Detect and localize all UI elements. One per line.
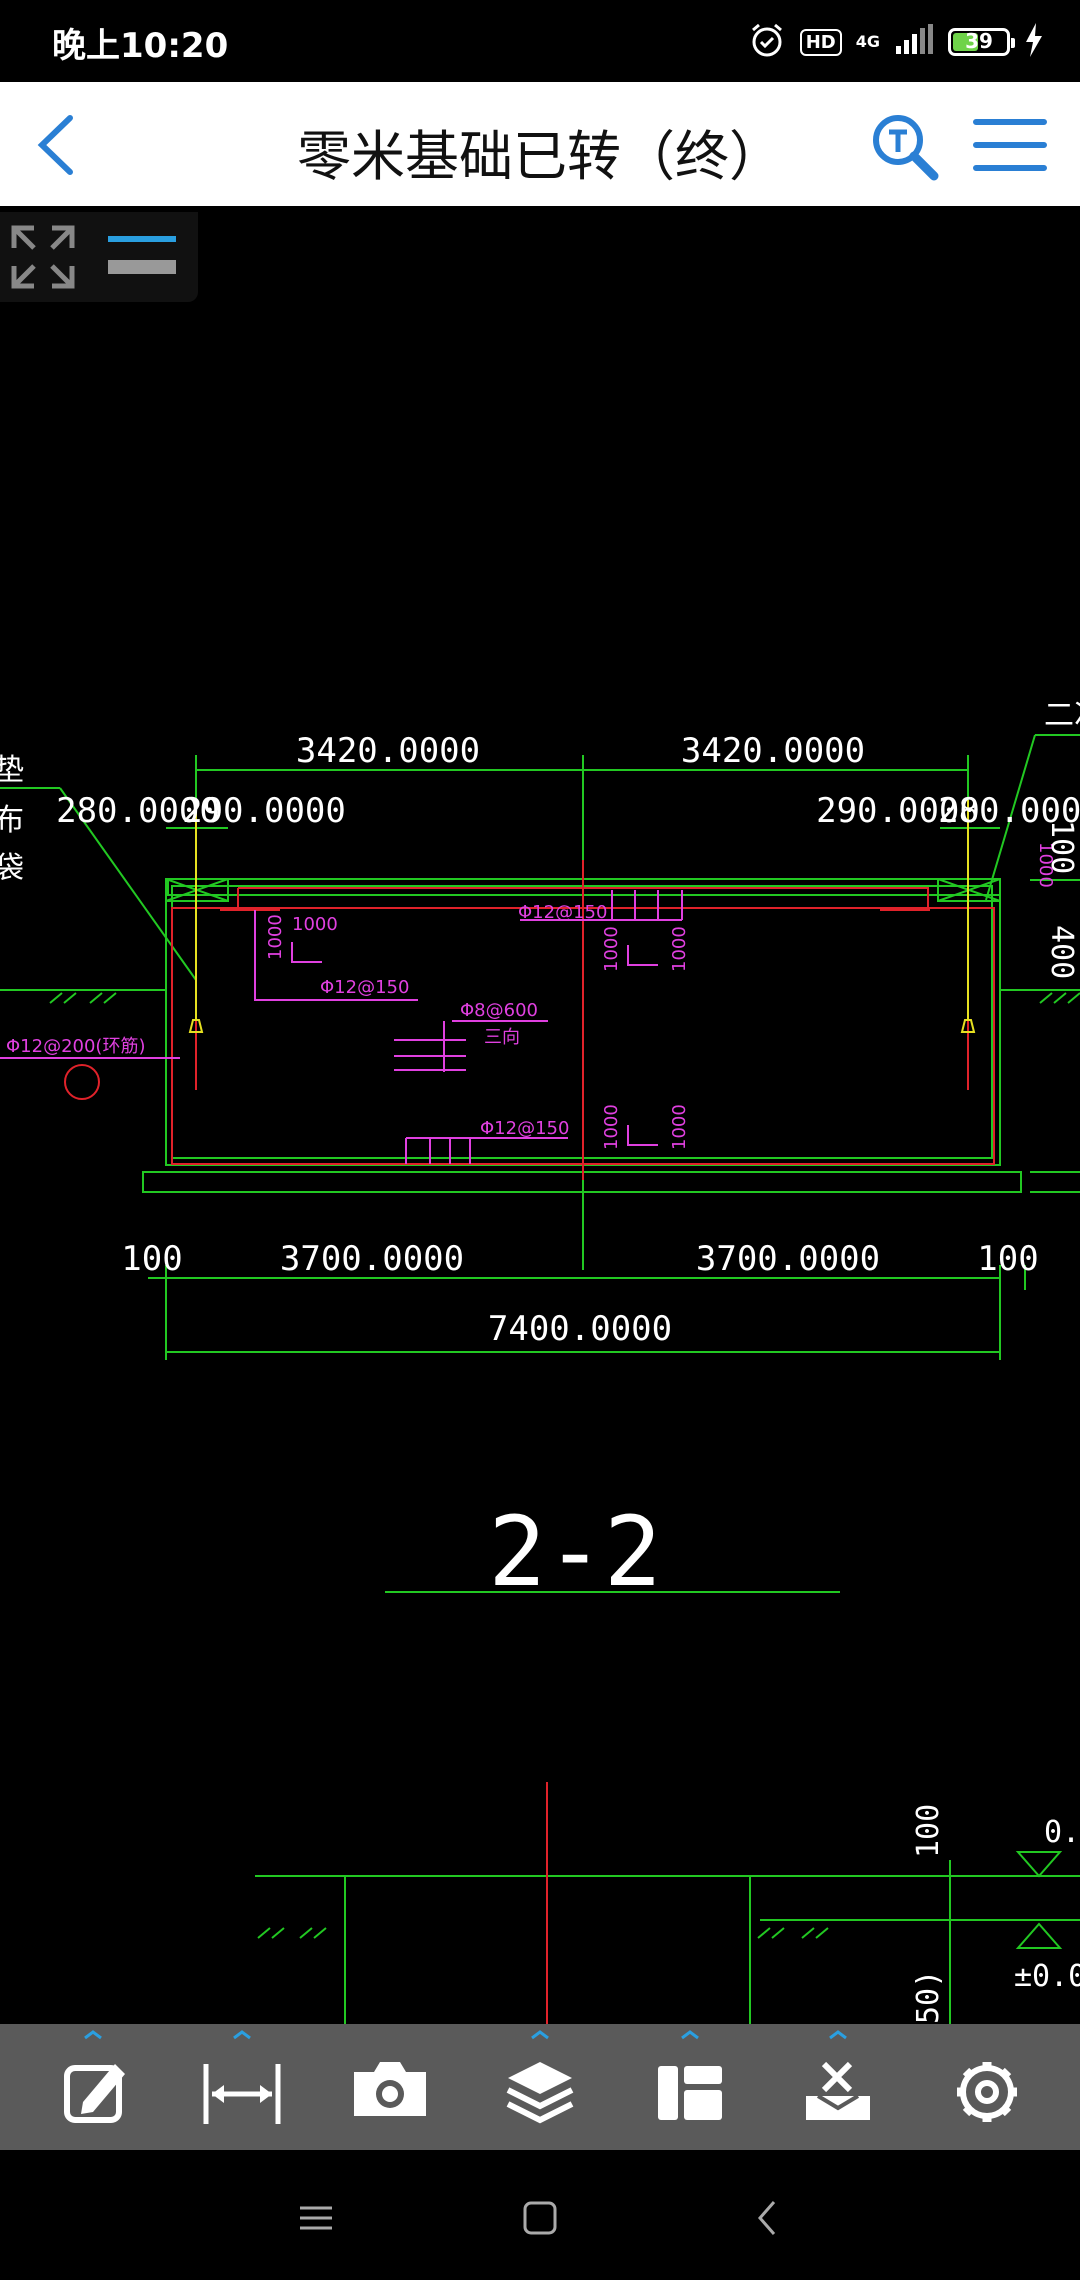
status-bar: 晚上10:20 HD 4G 39	[0, 0, 1080, 82]
rebar-label-3way: 三向	[484, 1027, 520, 1048]
edge-label-right-a: 100	[1044, 820, 1079, 874]
edge-label-left-c: 袋	[0, 851, 24, 886]
dim-top-left: 3420.0000	[296, 731, 480, 771]
recent-apps-button[interactable]	[286, 2188, 346, 2248]
edge-label-top-right: 二次	[1044, 698, 1080, 733]
network-type: 4G	[855, 32, 880, 51]
app-header: 零米基础已转（终）	[0, 82, 1080, 206]
edge-label-right-b: 400	[1044, 925, 1079, 979]
rebar-label-top: Φ12@150	[518, 902, 607, 923]
rebar-label-ring: Φ12@200(环筋)	[6, 1036, 145, 1057]
dim-bottom-left-100: 100	[121, 1239, 182, 1279]
hamburger-menu-icon	[973, 119, 1047, 171]
tool-edit-note[interactable]	[33, 2024, 153, 2150]
layers-icon	[506, 2030, 574, 2124]
dim-bottom-right-100: 100	[977, 1239, 1038, 1279]
rebar-label-tie: Φ8@600	[460, 1000, 538, 1021]
fit-view-button[interactable]	[8, 222, 78, 292]
cad-drawing: 3420.0000 3420.0000 280.0000 290.0000 29…	[0, 698, 1080, 2024]
settings-gear-icon	[957, 2062, 1017, 2122]
rebar-label-bottom: Φ12@150	[480, 1118, 569, 1139]
status-icons: HD 4G 39	[748, 22, 1044, 62]
battery-level: 39	[965, 29, 993, 53]
edge-label-lower-right-a: 0.1	[1044, 1815, 1080, 1850]
dim-right-290: 290.0000	[816, 791, 980, 831]
edge-label-left-a: 垫	[0, 753, 24, 788]
dim-bottom-right: 3700.0000	[696, 1239, 880, 1279]
expand-icon	[11, 225, 75, 289]
drawing-canvas[interactable]: 3420.0000 3420.0000 280.0000 290.0000 29…	[0, 206, 1080, 2024]
dim-left-280: 280.0000	[56, 791, 220, 831]
battery-fill	[953, 33, 979, 51]
recent-apps-icon	[300, 2206, 332, 2230]
status-time: 晚上10:20	[52, 26, 229, 66]
home-button[interactable]	[510, 2188, 570, 2248]
edit-note-icon	[64, 2030, 125, 2123]
alarm-icon	[748, 21, 786, 63]
section-title: 2-2	[488, 1496, 661, 1608]
camera-icon	[354, 2062, 426, 2116]
layer-lines-icon	[108, 236, 176, 274]
tool-camera[interactable]	[330, 2024, 450, 2150]
system-nav-bar	[0, 2150, 1080, 2280]
text-search-button[interactable]	[868, 110, 940, 182]
text-search-icon	[873, 115, 939, 181]
drawing-title: 零米基础已转（终）	[297, 125, 783, 188]
len-label-g: 1000	[1035, 842, 1056, 888]
len-label-e: 1000	[601, 1104, 622, 1150]
layer-toggle-button[interactable]	[106, 234, 178, 282]
edge-label-left-b: 布	[0, 803, 24, 838]
edge-label-lower-side-b: 50)	[911, 1970, 946, 2024]
charging-icon	[1024, 23, 1044, 61]
tool-tools[interactable]	[778, 2024, 898, 2150]
tools-icon	[806, 2030, 870, 2120]
dim-right-280: 280.0000	[938, 791, 1080, 831]
tool-measure[interactable]	[182, 2024, 302, 2150]
back-button[interactable]	[28, 110, 88, 180]
dim-total: 7400.0000	[488, 1309, 672, 1349]
dim-left-290: 290.0000	[182, 791, 346, 831]
bottom-toolbar	[0, 2024, 1080, 2150]
edge-label-lower-right-b: ±0.00	[1014, 1959, 1080, 1994]
home-icon	[523, 2201, 557, 2235]
dim-top-right: 3420.0000	[681, 731, 865, 771]
dim-bottom-left: 3700.0000	[280, 1239, 464, 1279]
edge-label-lower-side-a: 100	[911, 1804, 946, 1858]
tool-layers[interactable]	[480, 2024, 600, 2150]
len-label-b: 1000	[265, 914, 286, 960]
tool-layout[interactable]	[630, 2024, 750, 2150]
battery-icon: 39	[948, 28, 1015, 56]
chevron-left-icon	[37, 115, 73, 175]
signal-icon	[894, 24, 934, 60]
tool-settings[interactable]	[927, 2024, 1047, 2150]
back-icon	[758, 2201, 776, 2235]
layout-icon	[658, 2030, 722, 2120]
len-label-f: 1000	[669, 1104, 690, 1150]
system-back-button[interactable]	[738, 2188, 798, 2248]
len-label-a: 1000	[292, 914, 338, 935]
len-label-d: 1000	[669, 926, 690, 972]
len-label-c: 1000	[601, 926, 622, 972]
view-controls	[0, 212, 198, 302]
measure-icon	[203, 2030, 281, 2124]
hd-icon: HD	[799, 28, 842, 56]
rebar-label-left: Φ12@150	[320, 977, 409, 998]
menu-button[interactable]	[970, 112, 1050, 178]
